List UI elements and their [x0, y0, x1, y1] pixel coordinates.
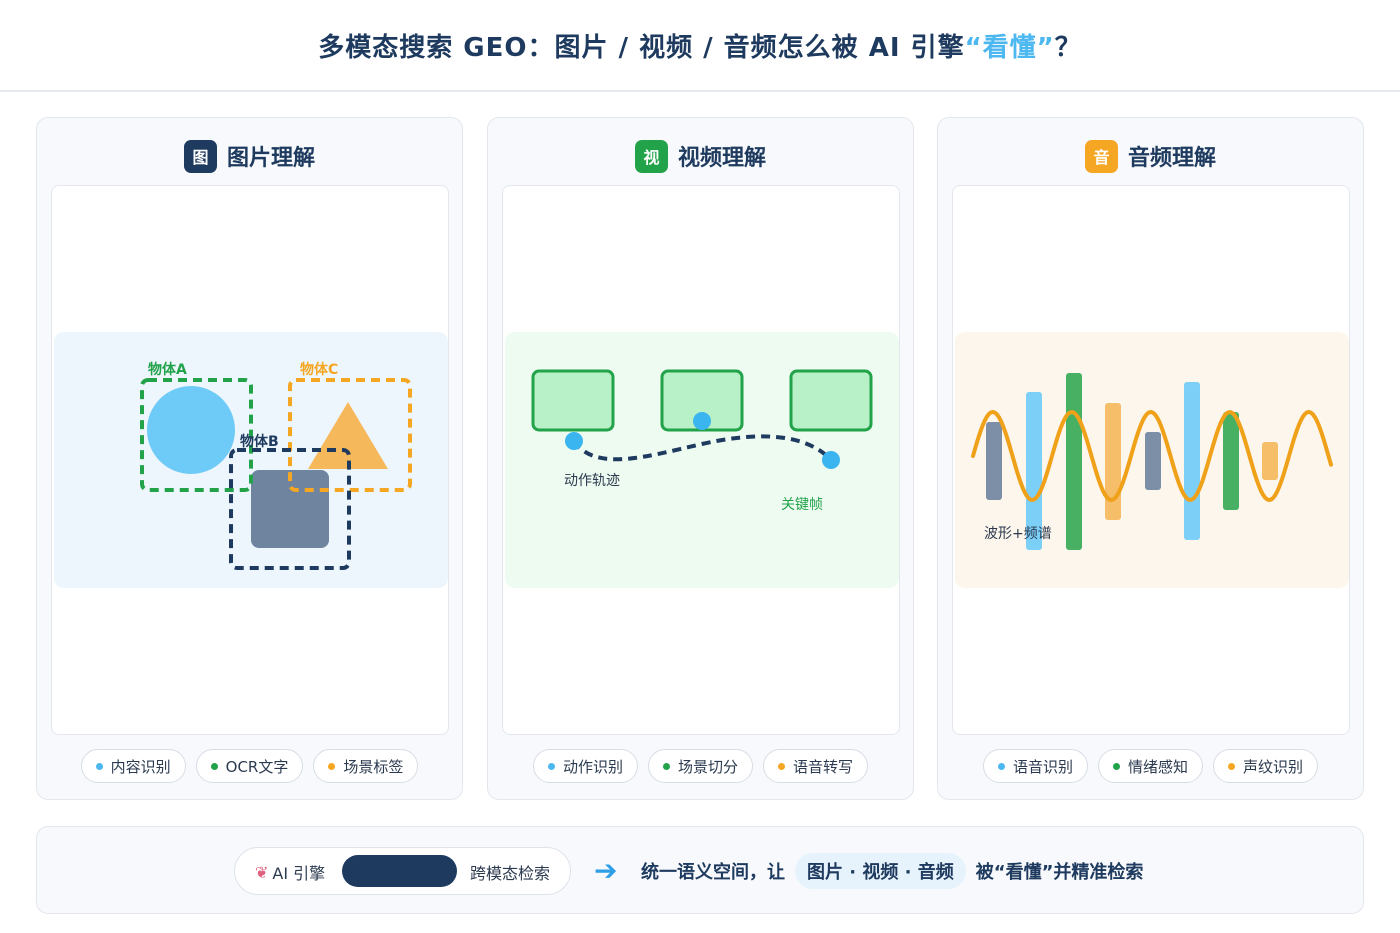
tag-label: 内容识别 — [110, 757, 171, 776]
tag-dot-icon — [328, 762, 336, 770]
label-object-a: 物体A — [148, 361, 187, 378]
audio-illustration: 波形+频谱 — [955, 332, 1349, 588]
ai-engine-bar — [342, 855, 457, 887]
motion-trajectory-path — [572, 434, 833, 462]
tag-label: 动作识别 — [562, 757, 623, 776]
trajectory-point — [693, 412, 711, 430]
video-tags: 动作识别 场景切分 语音转写 — [488, 749, 913, 783]
tag-speech-recognition[interactable]: 语音识别 — [982, 749, 1088, 783]
audio-tags: 语音识别 情绪感知 声纹识别 — [938, 749, 1363, 783]
title-end: ？ — [1054, 32, 1082, 63]
spectrum-bar — [1066, 373, 1082, 550]
tag-dot-icon — [1228, 762, 1235, 770]
label-object-c: 物体C — [300, 361, 338, 378]
video-illustration: 动作轨迹 关键帧 — [505, 332, 899, 588]
audio-badge-icon: 音 — [1084, 139, 1118, 173]
image-tags: 内容识别 OCR文字 场景标签 — [37, 749, 462, 783]
image-illustration-svg: 物体A 物体C 物体B — [140, 361, 412, 570]
ai-engine-pill: ❦ AI 引擎 跨模态检索 — [234, 847, 571, 895]
image-illustration: 物体A 物体C 物体B — [54, 332, 448, 588]
square-object-shape — [251, 470, 329, 548]
tag-label: 语音转写 — [793, 757, 854, 776]
trajectory-point — [822, 451, 840, 469]
brain-icon: ❦ — [255, 862, 269, 882]
label-object-b: 物体B — [240, 433, 279, 450]
spectrum-bar — [1105, 403, 1121, 520]
spectrum-bars — [986, 373, 1278, 550]
statement-pre: 统一语义空间，让 — [641, 862, 785, 883]
waveform-line — [971, 409, 1333, 503]
tag-label: 场景切分 — [677, 757, 738, 776]
tag-dot-icon — [1112, 762, 1120, 770]
video-understanding-card: 视 视频理解 动作轨迹 关键帧 动作识别 场景切分 语音转写 — [487, 117, 914, 800]
tag-label: 语音识别 — [1012, 757, 1073, 776]
label-keyframe: 关键帧 — [781, 497, 823, 513]
triangle-object-shape — [308, 402, 388, 469]
audio-panel: 波形+频谱 — [952, 185, 1350, 735]
spectrum-bar — [1223, 412, 1239, 510]
ai-engine-label-group: ❦ AI 引擎 — [255, 848, 325, 896]
tag-dot-icon — [95, 762, 103, 770]
circle-object-shape — [147, 386, 235, 474]
tag-dot-icon — [547, 762, 555, 770]
tag-dot-icon — [210, 762, 218, 770]
card-title-video: 视 视频理解 — [488, 139, 913, 173]
image-understanding-card: 图 图片理解 物体A 物体C 物体B 内容识别 OCR文字 场景标签 — [36, 117, 463, 800]
ai-engine-label: AI 引擎 — [272, 864, 326, 883]
tag-label: 场景标签 — [343, 757, 404, 776]
tag-label: 声纹识别 — [1243, 757, 1304, 776]
bbox-object-b — [229, 448, 351, 570]
bbox-object-a — [140, 378, 253, 492]
tag-dot-icon — [778, 762, 785, 770]
statement-chip: 图片 · 视频 · 音频 — [795, 853, 966, 889]
cross-modal-label: 跨模态检索 — [470, 864, 551, 883]
tag-scene-label[interactable]: 场景标签 — [313, 749, 419, 783]
arrow-right-icon: ➔ — [594, 854, 618, 887]
card-heading: 音频理解 — [1127, 146, 1216, 171]
image-badge-icon: 图 — [183, 139, 217, 173]
page-header: 多模态搜索 GEO：图片 / 视频 / 音频怎么被 AI 引擎“看懂”？ — [0, 0, 1400, 92]
tag-emotion-sensing[interactable]: 情绪感知 — [1097, 749, 1203, 783]
card-heading: 视频理解 — [677, 146, 766, 171]
card-title-image: 图 图片理解 — [37, 139, 462, 173]
tag-voiceprint-recognition[interactable]: 声纹识别 — [1213, 749, 1319, 783]
tag-ocr-text[interactable]: OCR文字 — [195, 749, 304, 783]
tag-dot-icon — [997, 762, 1005, 770]
spectrum-bar — [1026, 392, 1042, 550]
summary-statement: 统一语义空间，让 图片 · 视频 · 音频 被“看懂”并精准检索 — [641, 849, 1143, 893]
tag-dot-icon — [662, 762, 670, 770]
label-motion-track: 动作轨迹 — [564, 473, 620, 489]
spectrum-bar — [1184, 382, 1200, 540]
tag-scene-segmentation[interactable]: 场景切分 — [647, 749, 753, 783]
video-frame-1 — [531, 369, 615, 432]
tag-speech-transcription[interactable]: 语音转写 — [763, 749, 869, 783]
spectrum-bar — [1145, 432, 1161, 490]
title-highlight: “看懂” — [964, 32, 1055, 63]
bbox-object-c — [288, 378, 412, 492]
page-title: 多模态搜索 GEO：图片 / 视频 / 音频怎么被 AI 引擎“看懂”？ — [318, 27, 1082, 64]
tag-label: 情绪感知 — [1127, 757, 1188, 776]
video-frame-3 — [789, 369, 873, 432]
spectrum-bar — [1262, 442, 1278, 480]
title-main: 多模态搜索 GEO：图片 / 视频 / 音频怎么被 AI 引擎 — [318, 32, 965, 63]
trajectory-point — [565, 432, 583, 450]
summary-bar: ❦ AI 引擎 跨模态检索 ➔ 统一语义空间，让 图片 · 视频 · 音频 被“… — [36, 826, 1364, 914]
image-panel: 物体A 物体C 物体B — [51, 185, 449, 735]
spectrum-bar — [986, 422, 1002, 500]
audio-understanding-card: 音 音频理解 波形+频谱 语音识别 情绪感知 声纹识别 — [937, 117, 1364, 800]
video-panel: 动作轨迹 关键帧 — [502, 185, 900, 735]
video-badge-icon: 视 — [634, 139, 668, 173]
card-title-audio: 音 音频理解 — [938, 139, 1363, 173]
tag-content-recognition[interactable]: 内容识别 — [80, 749, 186, 783]
video-illustration-svg: 动作轨迹 关键帧 — [531, 369, 873, 513]
card-heading: 图片理解 — [226, 146, 315, 171]
label-waveform-spectrum: 波形+频谱 — [984, 526, 1052, 542]
statement-post: 被“看懂”并精准检索 — [975, 862, 1144, 883]
tag-action-recognition[interactable]: 动作识别 — [532, 749, 638, 783]
tag-label: OCR文字 — [225, 757, 289, 776]
audio-illustration-svg: 波形+频谱 — [971, 373, 1333, 550]
